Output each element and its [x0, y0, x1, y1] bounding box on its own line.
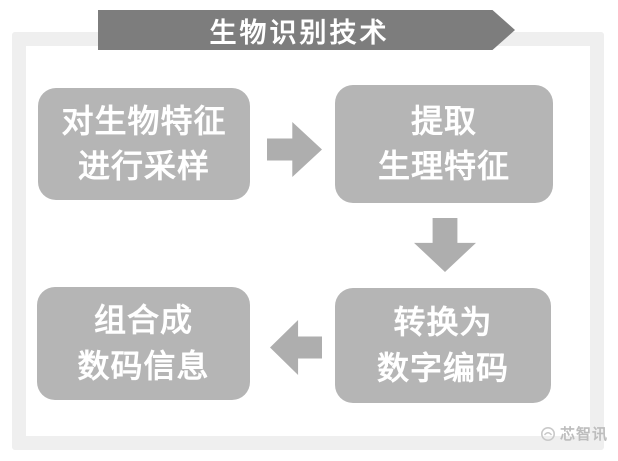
step-text-line: 数码信息 [77, 347, 210, 384]
step-text-line: 数字编码 [376, 349, 509, 386]
step-text-line: 组合成 [93, 302, 193, 339]
step-text-line: 转换为 [393, 304, 493, 341]
step-text-line: 提取 [410, 102, 477, 139]
title-banner: 生物识别技术 [98, 10, 515, 50]
step-text-line: 对生物特征 [61, 102, 227, 139]
xinzhixun-logo-icon [540, 426, 555, 441]
step-text-line: 生理特征 [377, 148, 510, 184]
step-text-line: 进行采样 [77, 148, 210, 184]
step-box-extract: 提取 生理特征 [335, 85, 553, 203]
step-box-convert: 转换为 数字编码 [335, 288, 551, 403]
diagram-title: 生物识别技术 [209, 17, 390, 48]
watermark: 芯智讯 [540, 423, 608, 444]
watermark-label: 芯智讯 [559, 426, 608, 443]
step-box-sample: 对生物特征 进行采样 [38, 88, 250, 200]
step-box-combine: 组合成 数码信息 [37, 287, 250, 400]
